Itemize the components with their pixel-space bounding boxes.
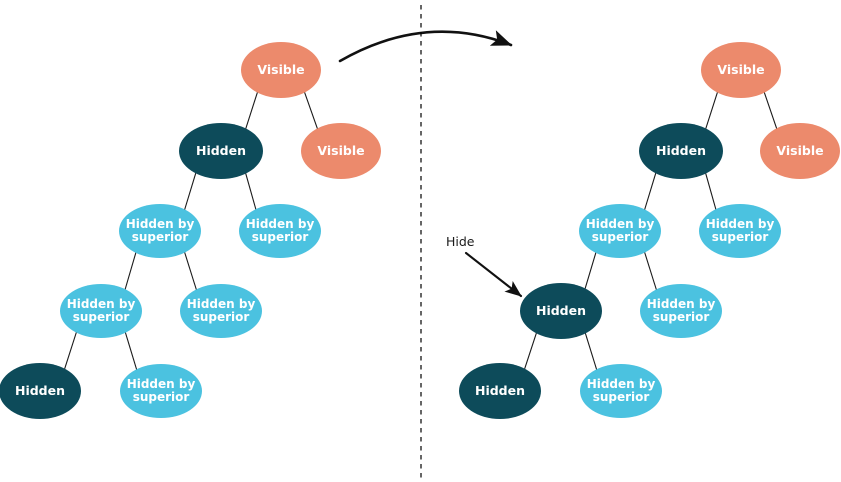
node-after-visible[interactable]: Visible [701,42,781,98]
node-before-hidden[interactable]: Hidden [0,363,81,419]
tree-edge [644,172,657,210]
node-label: Visible [776,143,824,158]
tree-edge [705,173,717,210]
tree-edge [64,332,77,370]
node-label: Visible [317,143,365,158]
node-before-visible[interactable]: Visible [301,123,381,179]
node-label: Visible [257,62,305,77]
node-before-visible[interactable]: Visible [241,42,321,98]
node-after-hidden[interactable]: Hidden [639,123,723,179]
tree-edge [524,332,537,370]
node-label: Hidden [474,383,526,398]
tree-edge [304,92,318,129]
node-label: Hidden [655,143,707,158]
node-label: Hidden by superior [586,376,656,404]
node-label: Hidden [195,143,247,158]
node-label: Hidden by superior [585,216,655,244]
hide-label: Hide [446,234,475,249]
node-label: Hidden by superior [245,216,315,244]
hide-arrow [464,251,523,298]
tree-edge [584,333,598,370]
node-after-inherited[interactable]: Hidden by superior [579,204,661,258]
node-label: Hidden by superior [705,216,775,244]
node-label: Hidden by superior [646,296,716,324]
node-before-inherited[interactable]: Hidden by superior [119,204,201,258]
node-before-inherited[interactable]: Hidden by superior [239,204,321,258]
node-label: Hidden by superior [186,296,256,324]
node-before-hidden[interactable]: Hidden [179,123,263,179]
tree-edge [763,92,778,129]
node-after-visible[interactable]: Visible [760,123,840,179]
node-after-inherited[interactable]: Hidden by superior [699,204,781,258]
node-label: Hidden [14,383,66,398]
tree-edge [584,252,597,289]
tree-edge [245,92,258,129]
curved-transition-arrow [338,30,513,63]
tree-edge [184,252,197,290]
node-label: Hidden [535,303,587,318]
tree-edge [184,172,197,210]
tree-edge [124,252,137,290]
tree-edge [644,252,657,290]
node-label: Hidden by superior [126,376,196,404]
node-label: Hidden by superior [66,296,136,324]
node-label: Hidden by superior [125,216,195,244]
node-after-inherited[interactable]: Hidden by superior [640,284,722,338]
node-after-inherited[interactable]: Hidden by superior [580,364,662,418]
tree-edge [245,173,257,210]
node-before-inherited[interactable]: Hidden by superior [180,284,262,338]
node-label: Visible [717,62,765,77]
node-before-inherited[interactable]: Hidden by superior [120,364,202,418]
tree-edge [705,92,718,129]
node-after-hidden[interactable]: Hidden [459,363,541,419]
node-after-hidden[interactable]: Hidden [520,283,602,339]
node-before-inherited[interactable]: Hidden by superior [60,284,142,338]
tree-edge [124,332,138,370]
